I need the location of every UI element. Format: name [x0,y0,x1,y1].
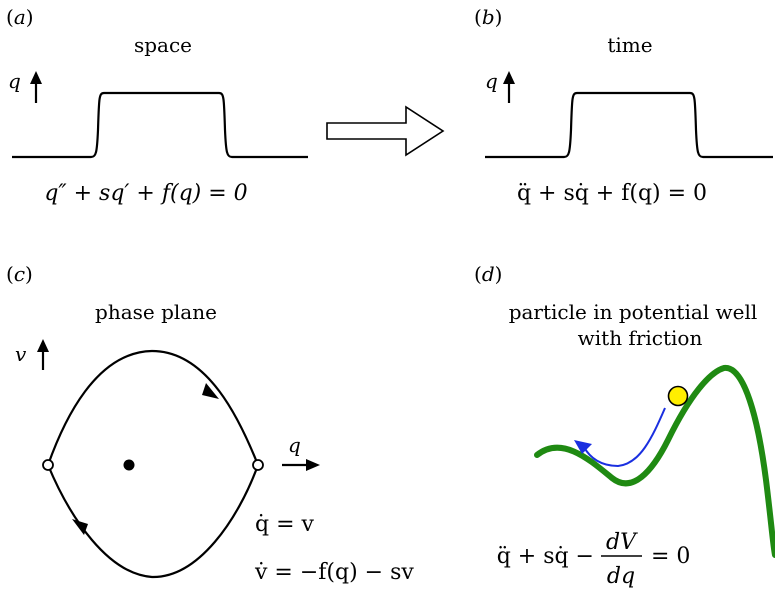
panel-d-title-line1: particle in potential well [509,300,758,324]
panel-d-title-line2: with friction [578,326,703,350]
panel-a-equation: q″ + sq′ + f(q) = 0 [44,181,247,206]
panel-d-equation-right: = 0 [651,544,690,569]
panel-d-equation-numerator: dV [606,530,638,555]
phase-orbit-lower [48,465,258,577]
panel-c-label: (c) [6,262,33,286]
potential-well-curve [537,368,775,555]
panel-c: (c) phase plane v q q̇ = v v̇ = −f(q) − … [6,262,414,585]
motion-arrow [584,408,665,466]
panel-c-equation-2: v̇ = −f(q) − sv [254,560,414,585]
panel-c-axis-q-label: q [288,433,301,457]
panel-d-equation: q̈ + sq̇ − dV dq = 0 [497,530,691,589]
phase-orbit-upper [48,351,258,465]
panel-b-pulse-curve [485,93,773,157]
center-fixed-point [124,460,135,471]
transform-arrow [327,107,443,155]
panel-b-equation: q̈ + sq̇ + f(q) = 0 [517,181,707,206]
panel-b: (b) time q q̈ + sq̇ + f(q) = 0 [474,5,773,206]
panel-a-title: space [134,33,192,57]
panel-a-pulse-curve [12,93,308,157]
panel-c-q-arrow [282,459,320,471]
panel-c-v-arrow [37,339,49,370]
panel-c-equation-1: q̇ = v [255,512,315,537]
panel-b-q-arrow [503,71,515,103]
panel-d: (d) particle in potential well with fric… [474,262,775,589]
panel-c-title: phase plane [95,300,217,324]
saddle-point-left [43,460,53,470]
panel-b-label: (b) [474,5,502,29]
saddle-point-right [253,460,263,470]
panel-b-axis-label: q [485,69,498,93]
panel-d-equation-denominator: dq [607,564,635,589]
panel-b-title: time [607,33,652,57]
orbit-direction-arrow-upper [202,383,219,399]
panel-a: (a) space q q″ + sq′ + f(q) = 0 [6,5,308,206]
panel-a-q-arrow [30,71,42,103]
particle-ball [669,387,688,406]
panel-a-label: (a) [6,5,34,29]
panel-d-equation-left: q̈ + sq̇ − [497,544,594,569]
panel-d-label: (d) [474,262,502,286]
panel-c-axis-v-label: v [15,342,27,366]
panel-a-axis-label: q [8,69,21,93]
